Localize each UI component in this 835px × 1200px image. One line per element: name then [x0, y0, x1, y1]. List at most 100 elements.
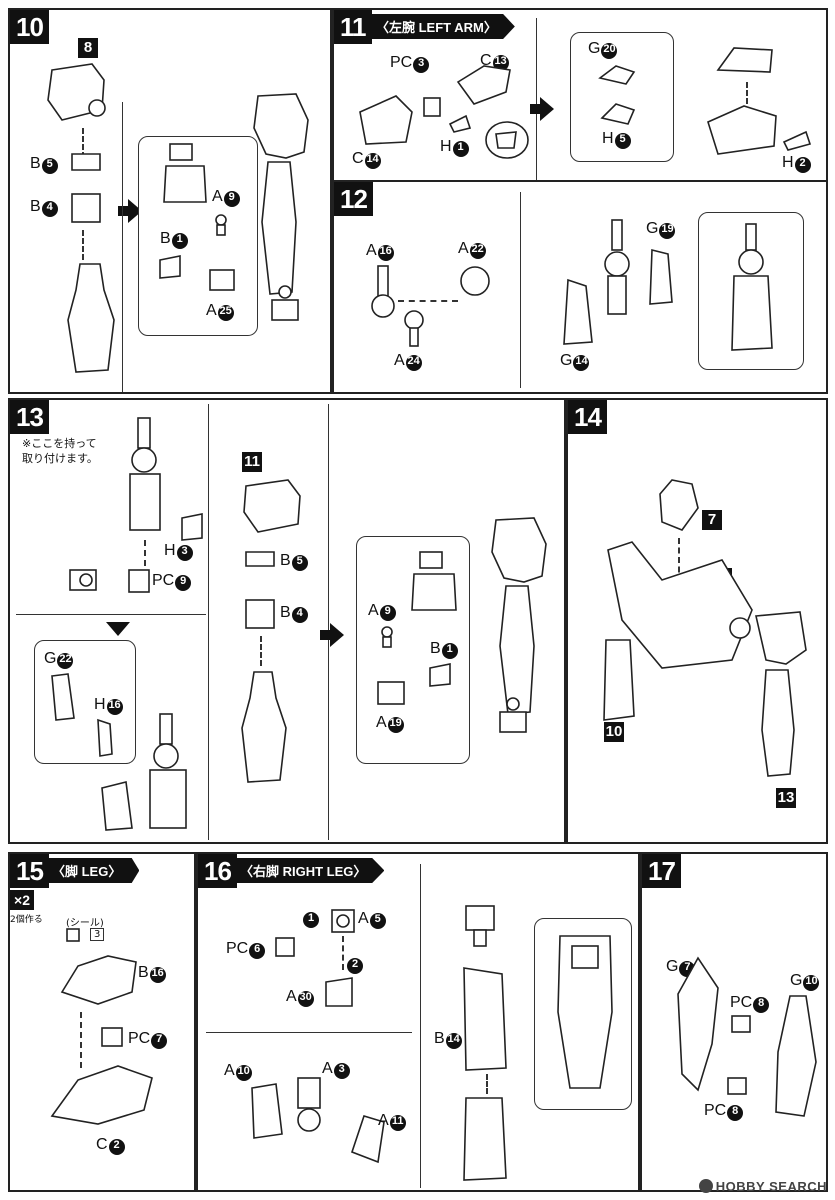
- a9-part-icon: [381, 626, 393, 648]
- forearm-armor-icon: [101, 781, 133, 831]
- shoulder-frame-icon: [456, 65, 511, 105]
- seal-label: (シール): [66, 918, 104, 929]
- forearm-assembled-icon: [149, 713, 187, 829]
- flow-arrow-body: [530, 104, 540, 114]
- b1-part-icon: [429, 663, 451, 687]
- g14-part-icon: [563, 278, 593, 345]
- step-number: 11: [334, 10, 372, 44]
- knee-joint-icon: [465, 905, 495, 947]
- b4-part-icon: [245, 599, 275, 629]
- a11-part-icon: [350, 1115, 385, 1164]
- wrist-assembled-icon: [271, 285, 299, 321]
- assembly-line: [80, 1012, 82, 1068]
- part-box-label: 11: [242, 452, 262, 472]
- a10-part-icon: [251, 1083, 283, 1139]
- flow-arrow-body: [320, 630, 330, 640]
- part-box-label: 13: [776, 788, 796, 808]
- flow-arrow-icon: [330, 623, 344, 647]
- handling-note: ※ここを持って 取り付けます。: [22, 437, 98, 465]
- b5-part-icon: [71, 153, 101, 171]
- left-arm-assembled-icon: [603, 639, 635, 721]
- assembled-arm-icon: [491, 517, 547, 715]
- shoulder-armor-icon: [716, 47, 773, 73]
- assembly-line: [82, 230, 84, 260]
- step-number: 14: [568, 400, 607, 434]
- multiplier-badge: ×2: [10, 890, 34, 910]
- pc3-part-icon: [423, 97, 441, 117]
- assembly-line: [746, 82, 748, 104]
- divider: [536, 18, 537, 182]
- g22-part-icon: [51, 673, 75, 721]
- assembly-line: [678, 538, 680, 582]
- step-title: 〈右脚 RIGHT LEG〉: [232, 858, 385, 883]
- step-number: 16: [198, 854, 237, 888]
- arm-frame-icon: [604, 219, 630, 315]
- watermark: HOBBY SEARCH: [698, 1179, 827, 1194]
- divider: [206, 1032, 412, 1033]
- a30-part-icon: [325, 977, 353, 1007]
- shin-part-icon: [463, 1097, 507, 1181]
- g19-part-icon: [649, 248, 673, 305]
- part-box-label: 7: [702, 510, 722, 530]
- torso-part-icon: [607, 541, 753, 669]
- part-box-label: 10: [604, 722, 624, 742]
- sub-step-1: 1: [303, 912, 319, 928]
- hand-part-icon: [163, 143, 207, 203]
- pc9-part-icon: [128, 569, 150, 593]
- flow-arrow-icon: [540, 97, 554, 121]
- divider: [328, 404, 329, 840]
- shin-detail-icon: [557, 935, 613, 1089]
- step-number: 17: [642, 854, 681, 888]
- multiplier-note: 2個作る: [10, 915, 43, 925]
- assembled-forearm-icon: [731, 223, 773, 351]
- assembly-line: [144, 540, 146, 566]
- step-title: 〈脚 LEG〉: [44, 858, 140, 883]
- a9-part-icon: [215, 214, 227, 236]
- assembled-arm-icon: [253, 93, 309, 295]
- divider: [520, 192, 521, 388]
- h16-part-icon: [97, 718, 113, 757]
- a16-part-icon: [371, 265, 395, 318]
- b4-part-icon: [71, 193, 101, 223]
- flow-arrow-icon: [106, 622, 130, 636]
- g20-part-icon: [598, 65, 636, 85]
- pc8-part-icon: [727, 1077, 747, 1095]
- flow-arrow-body: [118, 206, 128, 216]
- step-number: 13: [10, 400, 49, 434]
- divider: [208, 404, 209, 840]
- upper-arm-part-icon: [243, 479, 301, 533]
- sub-step-2: 2: [347, 958, 363, 974]
- divider: [122, 102, 123, 392]
- c14-part-icon: [359, 95, 413, 145]
- step-number: 15: [10, 854, 49, 888]
- b5-part-icon: [245, 551, 275, 567]
- h5-part-icon: [600, 103, 636, 125]
- pc9-detail-icon: [69, 569, 97, 591]
- h1-part-icon: [448, 114, 472, 133]
